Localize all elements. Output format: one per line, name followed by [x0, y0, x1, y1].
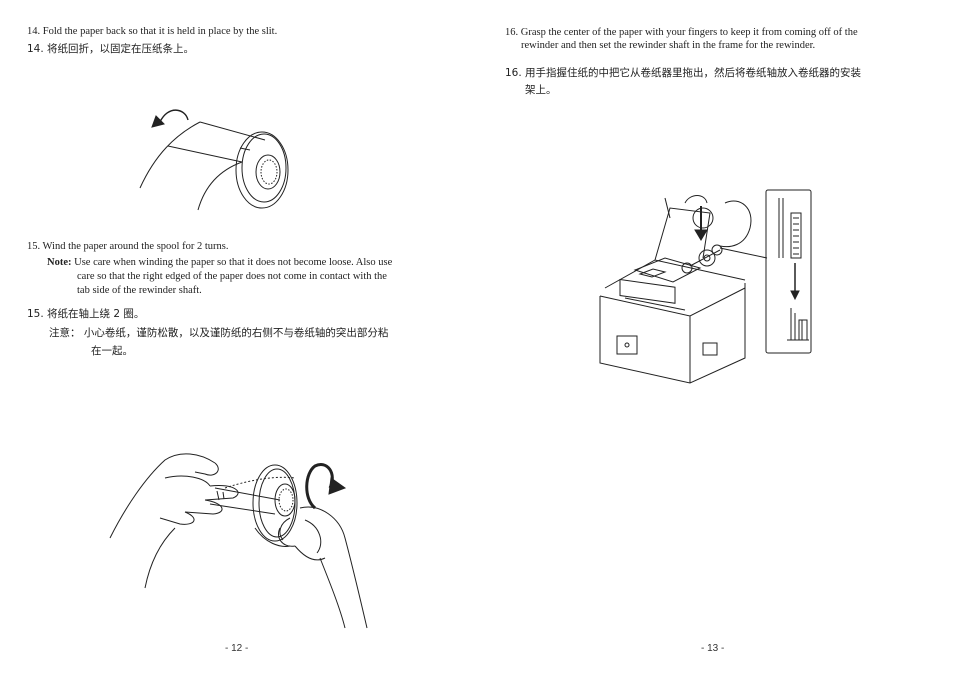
note-cn-text: 小心卷纸，谨防松散，以及谨防纸的右侧不与卷纸轴的突出部分粘: [83, 327, 389, 339]
page-number-right: - 13 -: [701, 643, 725, 654]
step15-note-line1: Note: Use care when winding the paper so…: [47, 256, 392, 269]
step15-en: 15. Wind the paper around the spool for …: [27, 241, 229, 252]
step14-cn: 14. 将纸回折，以固定在压纸条上。: [27, 43, 195, 55]
step15-cn: 15. 将纸在轴上绕 2 圈。: [27, 308, 145, 320]
step16-cn-line2: 架上。: [525, 84, 557, 96]
right-page: 16. Grasp the center of the paper with y…: [477, 0, 954, 675]
step16-en-line2: rewinder and then set the rewinder shaft…: [521, 40, 816, 51]
step15-note-cn-line1: 注意： 小心卷纸，谨防松散，以及谨防纸的右侧不与卷纸轴的突出部分粘: [49, 325, 388, 341]
note-cn-label: 注意：: [49, 327, 81, 339]
fold-paper-illustration: [130, 100, 310, 215]
wind-paper-hands-illustration: [105, 448, 370, 630]
step15-note-line3: tab side of the rewinder shaft.: [77, 285, 202, 296]
printer-rewinder-illustration: [595, 188, 845, 384]
step15-note-line2: care so that the right edged of the pape…: [77, 271, 387, 282]
step16-cn-line1: 16. 用手指握住纸的中把它从卷纸器里拖出，然后将卷纸轴放入卷纸器的安装: [505, 67, 862, 79]
note-text-line1: Use care when winding the paper so that …: [74, 257, 393, 268]
step16-en-line1: 16. Grasp the center of the paper with y…: [505, 27, 858, 38]
page-number-left: - 12 -: [225, 643, 249, 654]
left-page: 14. Fold the paper back so that it is he…: [27, 26, 392, 654]
step14-en: 14. Fold the paper back so that it is he…: [27, 26, 278, 37]
note-label: Note:: [47, 257, 72, 268]
step15-note-cn-line2: 在一起。: [91, 345, 133, 357]
